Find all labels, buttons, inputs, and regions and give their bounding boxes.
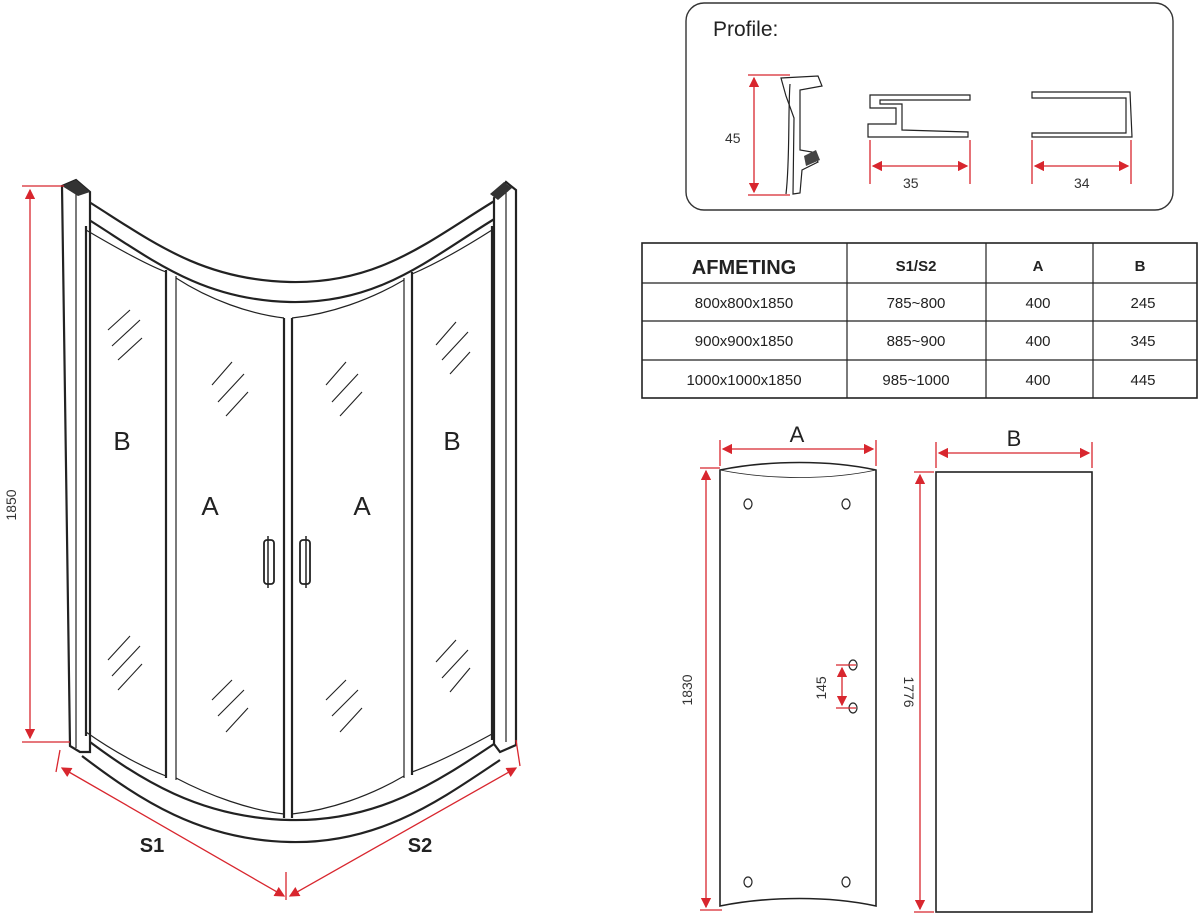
table-header-a: A xyxy=(1033,258,1044,275)
profile-wall-section: 45 xyxy=(725,74,823,196)
table-cell: 245 xyxy=(1130,295,1155,312)
panel-b-label: B xyxy=(1007,426,1022,451)
table-cell: 900x900x1850 xyxy=(695,333,793,350)
table-cell: 785~800 xyxy=(887,295,946,312)
table-header-afmeting: AFMETING xyxy=(692,257,796,279)
table-cell: 885~900 xyxy=(887,333,946,350)
panel-a-detail: 145 A 1830 xyxy=(679,422,877,911)
panel-label-b-right: B xyxy=(443,426,460,456)
table-row: 1000x1000x1850 985~1000 400 445 xyxy=(686,372,1155,389)
profile-channel-section: 34 xyxy=(1031,91,1133,191)
table-cell: 400 xyxy=(1025,372,1050,389)
table-cell: 445 xyxy=(1130,372,1155,389)
side-label-s2: S2 xyxy=(408,835,432,857)
profile-dim-35: 35 xyxy=(903,175,919,191)
panel-label-a-right: A xyxy=(353,491,371,521)
table-cell: 400 xyxy=(1025,333,1050,350)
side-label-s1: S1 xyxy=(140,835,164,857)
door-handle-right xyxy=(299,536,311,588)
table-row: 800x800x1850 785~800 400 245 xyxy=(695,295,1156,312)
enclosure-drawing: B A A B 1850 S1 S2 xyxy=(3,178,521,900)
table-header-b: B xyxy=(1135,258,1146,275)
profile-dim-45: 45 xyxy=(725,130,741,146)
enclosure-height-label: 1850 xyxy=(3,489,19,520)
panel-b-height-label: 1776 xyxy=(901,676,917,707)
profile-title: Profile: xyxy=(713,18,778,41)
profile-box: Profile: 45 35 34 xyxy=(685,2,1174,211)
profile-dim-34: 34 xyxy=(1074,175,1090,191)
table-cell: 985~1000 xyxy=(882,372,949,389)
table-cell: 1000x1000x1850 xyxy=(686,372,801,389)
glass-glare xyxy=(107,309,471,733)
profile-top-section: 35 xyxy=(867,94,971,191)
panel-label-b-left: B xyxy=(113,426,130,456)
panel-label-a-left: A xyxy=(201,491,219,521)
table-cell: 345 xyxy=(1130,333,1155,350)
panel-a-height-label: 1830 xyxy=(679,674,695,705)
panel-a-label: A xyxy=(790,422,805,447)
door-handle-left xyxy=(263,536,275,588)
table-header-s1s2: S1/S2 xyxy=(896,258,937,275)
hole-spacing-label: 145 xyxy=(813,676,829,700)
table-cell: 400 xyxy=(1025,295,1050,312)
table-cell: 800x800x1850 xyxy=(695,295,793,312)
table-row: 900x900x1850 885~900 400 345 xyxy=(695,333,1156,350)
panel-b-detail: B 1776 xyxy=(901,426,1093,913)
size-table: AFMETING S1/S2 A B 800x800x1850 785~800 … xyxy=(641,242,1198,399)
